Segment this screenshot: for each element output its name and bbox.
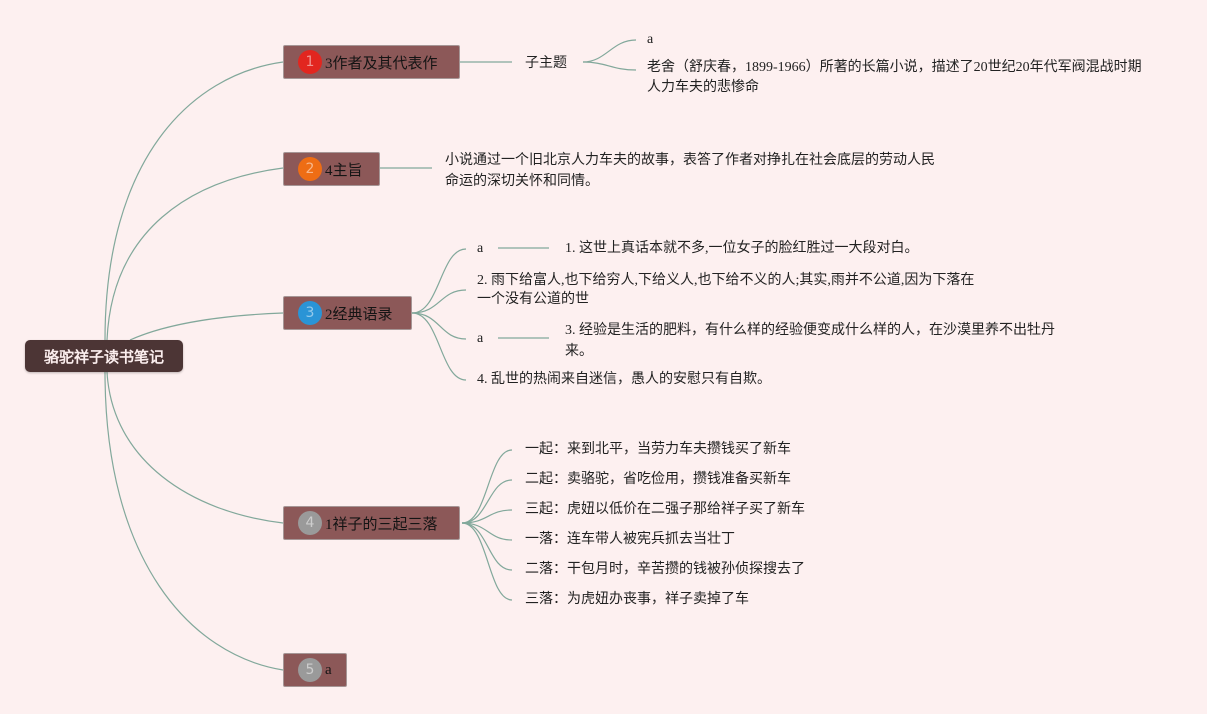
branch-label: 1祥子的三起三落 [325,516,438,533]
quote-2[interactable]: 2. 雨下给富人,也下给穷人,下给义人,也下给不义的人;其实,雨并不公道,因为下… [477,271,974,309]
branch-classic-quotes[interactable]: 3 2经典语录 [283,296,412,330]
topic-line: 命运的深切关怀和同情。 [445,174,599,189]
connector-root-branch-3 [129,312,284,341]
quote-group-a-3[interactable]: a [477,331,484,346]
fall-1[interactable]: 一落：连车带人被宪兵抓去当壮丁 [525,532,735,547]
topic-line: 老舍（舒庆春，1899-1966）所著的长篇小说，描述了20世纪20年代军阀混战… [647,60,1142,75]
connector-subtopic-child-1 [582,39,637,63]
connector-branch-3-child-3 [411,312,467,340]
priority-1-icon[interactable]: 1 [298,50,322,74]
branch-label: 4主旨 [325,162,363,179]
fall-3[interactable]: 三落：为虎妞办丧事，祥子卖掉了车 [525,592,749,607]
connector-branch-3-child-2 [411,289,467,314]
connector-root-branch-5 [104,371,284,671]
subtopic-child-a[interactable]: a [647,32,654,47]
connector-subtopic-child-2 [582,61,637,71]
quote-group-a-1[interactable]: a [477,241,484,256]
subtopic-child-novel-description[interactable]: 老舍（舒庆春，1899-1966）所著的长篇小说，描述了20世纪20年代军阀混战… [647,58,1142,98]
connector-branch-4-child-3 [461,509,513,524]
rise-2[interactable]: 二起：卖骆驼，省吃俭用，攒钱准备买新车 [525,472,791,487]
theme-summary[interactable]: 小说通过一个旧北京人力车夫的故事，表答了作者对挣扎在社会底层的劳动人民 命运的深… [445,150,935,192]
quote-1[interactable]: 1. 这世上真话本就不多,一位女子的脸红胜过一大段对白。 [565,241,919,256]
topic-line: 人力车夫的悲惨命 [647,80,759,95]
root-topic[interactable]: 骆驼祥子读书笔记 [25,340,183,372]
connector-root-branch-2 [106,167,284,341]
topic-line: 小说通过一个旧北京人力车夫的故事，表答了作者对挣扎在社会底层的劳动人民 [445,153,935,168]
connector-branch-4-child-2 [461,479,513,524]
quote-3[interactable]: 3. 经验是生活的肥料，有什么样的经验便变成什么样的人，在沙漠里养不出牡丹 来。 [565,320,1055,362]
connector-branch-4-child-6 [461,522,513,601]
connector-branch-3-child-1 [411,248,467,314]
priority-5-icon[interactable]: 5 [298,658,322,682]
branch-label: a [325,661,332,678]
quote-4[interactable]: 4. 乱世的热闹来自迷信，愚人的安慰只有自欺。 [477,372,771,387]
topic-line: 来。 [565,344,593,359]
rise-1[interactable]: 一起：来到北平，当劳力车夫攒钱买了新车 [525,442,791,457]
connector-root-branch-4 [106,371,284,524]
connector-branch-4-child-5 [461,522,513,571]
branch-theme[interactable]: 2 4主旨 [283,152,380,186]
branch-label: 2经典语录 [325,306,393,323]
priority-4-icon[interactable]: 4 [298,511,322,535]
fall-2[interactable]: 二落：干包月时，辛苦攒的钱被孙侦探搜去了 [525,562,805,577]
connector-branch-4-child-1 [461,449,513,524]
connector-root-branch-1 [104,61,284,341]
branch-author-works[interactable]: 1 3作者及其代表作 [283,45,460,79]
branch-5[interactable]: 5 a [283,653,347,687]
topic-line: 一个没有公道的世 [477,292,589,307]
topic-line: 3. 经验是生活的肥料，有什么样的经验便变成什么样的人，在沙漠里养不出牡丹 [565,323,1055,338]
subtopic[interactable]: 子主题 [525,56,567,71]
priority-3-icon[interactable]: 3 [298,301,322,325]
priority-2-icon[interactable]: 2 [298,157,322,181]
topic-line: 2. 雨下给富人,也下给穷人,下给义人,也下给不义的人;其实,雨并不公道,因为下… [477,273,975,288]
rise-3[interactable]: 三起：虎妞以低价在二强子那给祥子买了新车 [525,502,805,517]
branch-label: 3作者及其代表作 [325,55,438,72]
connector-branch-3-child-4 [411,312,467,381]
branch-three-rises-falls[interactable]: 4 1祥子的三起三落 [283,506,460,540]
